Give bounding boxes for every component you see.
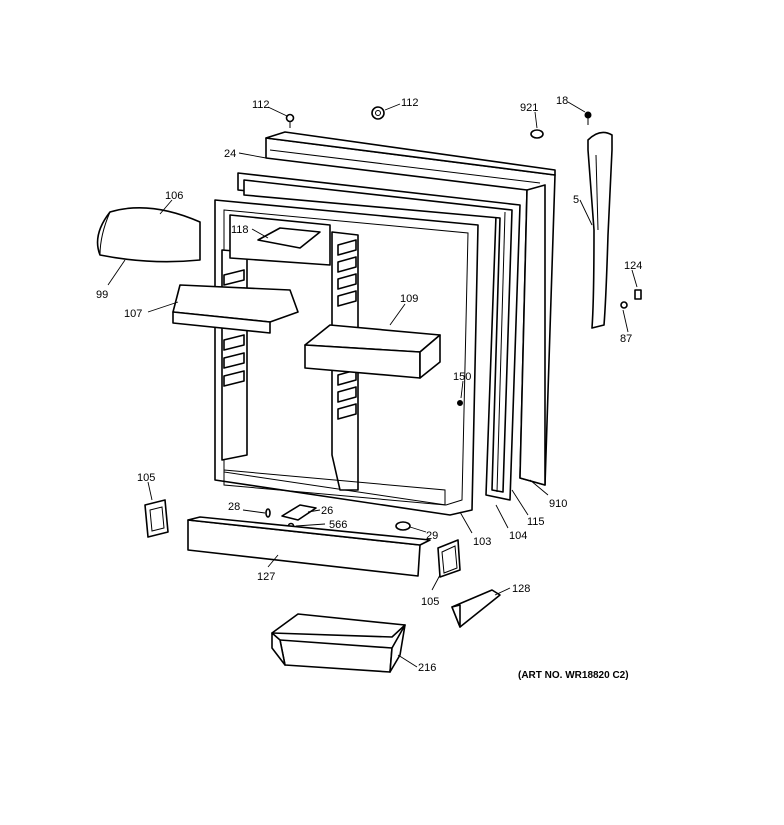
callout-566: 566 (329, 519, 347, 531)
callout-921: 921 (520, 102, 538, 114)
outer-door-panel (265, 131, 556, 486)
callout-104: 104 (509, 530, 527, 542)
door-bin-109 (304, 324, 441, 379)
door-shelf-107 (172, 284, 299, 334)
callout-18: 18 (556, 95, 568, 107)
callout-29: 29 (426, 530, 438, 542)
screw-18 (584, 111, 592, 125)
callout-107: 107 (124, 308, 142, 320)
screw-112a (285, 113, 295, 128)
grommet-112b (371, 106, 385, 120)
plug-921 (530, 129, 544, 139)
callout-118: 118 (231, 224, 249, 236)
callout-5: 5 (573, 194, 579, 206)
callout-216: 216 (418, 662, 436, 674)
small-bin-128 (451, 589, 501, 628)
butter-compartment-tray (229, 214, 331, 266)
center-shelf-notches (337, 239, 357, 420)
screw-87 (620, 301, 628, 309)
callout-910: 910 (549, 498, 567, 510)
callout-105-right: 105 (421, 596, 439, 608)
art-number: (ART NO. WR18820 C2) (518, 670, 629, 681)
callout-105-left: 105 (137, 472, 155, 484)
callout-24: 24 (224, 148, 236, 160)
cap-28 (265, 508, 271, 518)
callout-112-screw: 112 (252, 99, 270, 111)
bottom-bin-216 (271, 613, 406, 673)
callout-106: 106 (165, 190, 183, 202)
callout-103: 103 (473, 536, 491, 548)
bin-support-right (437, 539, 461, 578)
callout-26: 26 (321, 505, 333, 517)
door-handle (587, 131, 613, 329)
callout-124: 124 (624, 260, 642, 272)
door-gasket (237, 172, 521, 501)
callout-99: 99 (96, 289, 108, 301)
callout-109: 109 (400, 293, 418, 305)
bracket-26 (281, 504, 317, 521)
clip-124 (634, 289, 642, 300)
cap-29 (395, 521, 411, 531)
callout-112-grommet: 112 (401, 97, 419, 109)
callout-115: 115 (527, 516, 545, 528)
callout-87: 87 (620, 333, 632, 345)
leader-lines (107, 101, 638, 668)
screw-150 (457, 400, 463, 406)
dairy-door (96, 207, 201, 263)
callout-28: 28 (228, 501, 240, 513)
callout-127: 127 (257, 571, 275, 583)
callout-150: 150 (453, 371, 471, 383)
callout-128: 128 (512, 583, 530, 595)
bottom-trim-127 (187, 516, 431, 577)
bin-support-left (144, 499, 169, 538)
